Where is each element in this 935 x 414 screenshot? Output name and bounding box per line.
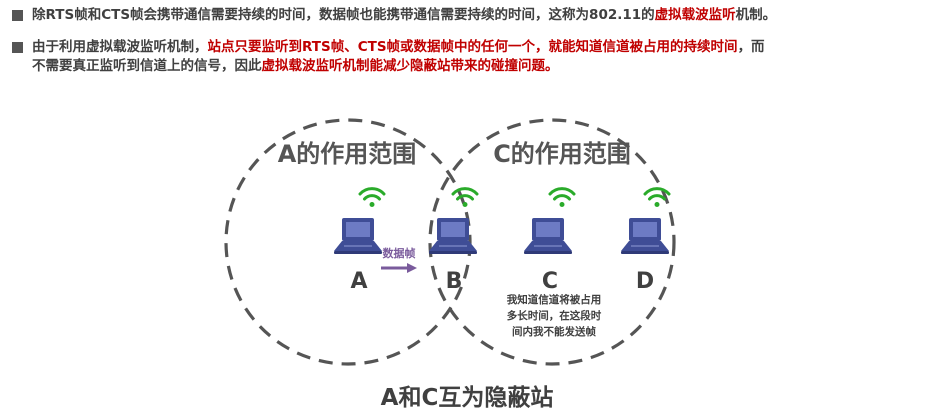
- range-c-label: C的作用范围: [493, 140, 631, 168]
- bullet-square-icon: [12, 10, 23, 21]
- text-segment: ，而: [737, 39, 765, 55]
- data-frame-label: 数据帧: [383, 246, 416, 260]
- wifi-icon: [643, 187, 671, 209]
- bullet-text-2: 由于利用虚拟载波监听机制，站点只要监听到RTS帧、CTS帧或数据帧中的任何一个，…: [32, 38, 765, 76]
- station-b-label: B: [446, 269, 463, 294]
- laptop-icon: [333, 217, 383, 255]
- text-segment: 除RTS帧和CTS帧会携带通信需要持续的时间，数据帧也能携带通信需要持续的时间，…: [32, 7, 655, 23]
- range-circle-c: [428, 118, 676, 366]
- station-a-label: A: [350, 269, 367, 294]
- station-a: [333, 187, 386, 255]
- laptop-icon: [523, 217, 573, 255]
- arrow-right-icon: [381, 263, 417, 273]
- bullet-text-1: 除RTS帧和CTS帧会携带通信需要持续的时间，数据帧也能携带通信需要持续的时间，…: [32, 6, 776, 25]
- station-c-note-line-2: 多长时间，在这段时: [507, 309, 602, 322]
- text-segment: 不需要真正监听到信道上的信号，因此: [32, 58, 262, 74]
- text-segment-highlight: 站点只要监听到RTS帧、CTS帧或数据帧中的任何一个，就能知道信道被占用的持续时…: [207, 39, 738, 55]
- station-c: [523, 187, 576, 255]
- station-c-note-line-3: 间内我不能发送帧: [512, 325, 596, 338]
- text-segment: 由于利用虚拟载波监听机制，: [32, 39, 208, 55]
- station-c-label: C: [542, 269, 558, 294]
- laptop-icon: [620, 217, 670, 255]
- diagram-caption: A和C互为隐蔽站: [381, 385, 554, 411]
- range-a-label: A的作用范围: [278, 140, 417, 168]
- wifi-icon: [548, 187, 576, 209]
- station-c-note-line-1: 我知道信道将被占用: [507, 293, 602, 306]
- wifi-icon: [451, 187, 479, 209]
- bullet-square-icon: [12, 42, 23, 53]
- text-segment: 机制。: [735, 7, 777, 23]
- bullet-1-line-1: 除RTS帧和CTS帧会携带通信需要持续的时间，数据帧也能携带通信需要持续的时间，…: [32, 6, 776, 25]
- bullet-2-line-2: 不需要真正监听到信道上的信号，因此虚拟载波监听机制能减少隐蔽站带来的碰撞问题。: [32, 57, 765, 76]
- station-d-label: D: [636, 269, 654, 294]
- range-circle-a: [224, 118, 472, 366]
- wifi-icon: [358, 187, 386, 209]
- text-segment-highlight: 虚拟载波监听机制能减少隐蔽站带来的碰撞问题。: [261, 58, 559, 74]
- text-segment-highlight: 虚拟载波监听: [654, 7, 736, 23]
- station-d: [620, 187, 671, 255]
- bullet-2-line-1: 由于利用虚拟载波监听机制，站点只要监听到RTS帧、CTS帧或数据帧中的任何一个，…: [32, 38, 765, 57]
